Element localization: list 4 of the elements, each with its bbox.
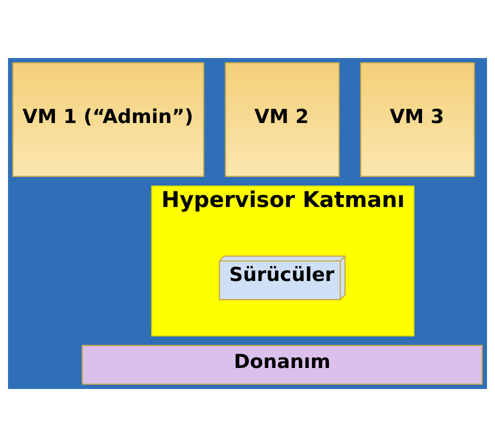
node-box: VM 1 (“Admin”) bbox=[12, 62, 204, 177]
node-box: VM 3 bbox=[360, 62, 475, 177]
node-box: Donanım bbox=[82, 344, 483, 385]
node-box: VM 2 bbox=[224, 62, 340, 177]
